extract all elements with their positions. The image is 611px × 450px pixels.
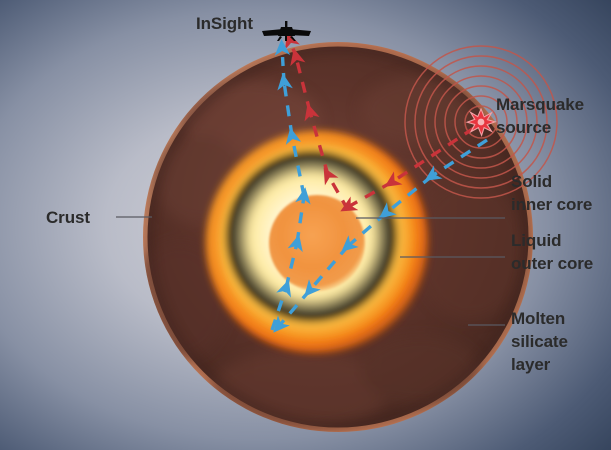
ray-blue-segment-11 <box>274 39 291 83</box>
ray-blue-segment-4 <box>304 244 350 297</box>
ray-blue-segment-7 <box>284 234 303 289</box>
label-solid-inner-core: Solid inner core <box>511 172 593 214</box>
marsquake-source-star-icon <box>465 107 497 138</box>
marsquake-wavefronts <box>404 45 558 199</box>
ray-blue-segment-5 <box>273 288 312 333</box>
ray-blue-segment-8 <box>295 187 311 244</box>
ray-blue-segment-10 <box>277 73 294 137</box>
mantle-texture <box>143 42 533 432</box>
label-insight: InSight <box>196 14 253 33</box>
leader-lines <box>116 216 505 326</box>
planet <box>143 42 533 432</box>
ray-blue-segment-2 <box>379 174 434 219</box>
label-crust: Crust <box>46 208 90 227</box>
ray-red-segment-6 <box>285 31 300 58</box>
solid-inner-core-shape <box>269 195 365 291</box>
ray-red-segment-2 <box>340 180 393 212</box>
ray-red-segment-3 <box>323 167 350 211</box>
ray-red-segment-4 <box>304 103 330 176</box>
ray-blue-segment-1 <box>424 138 488 181</box>
ray-blue-segment-9 <box>285 127 306 197</box>
ray-red-segment-5 <box>290 48 312 113</box>
label-marsquake-source: Marsquake source <box>496 95 584 137</box>
label-molten-silicate-layer: Molten silicate layer <box>511 309 568 374</box>
ray-red-segment-1 <box>384 126 475 187</box>
label-liquid-outer-core: Liquid outer core <box>511 231 594 273</box>
ray-blue-segment-6 <box>270 279 292 331</box>
insight-lander-icon <box>262 21 311 41</box>
